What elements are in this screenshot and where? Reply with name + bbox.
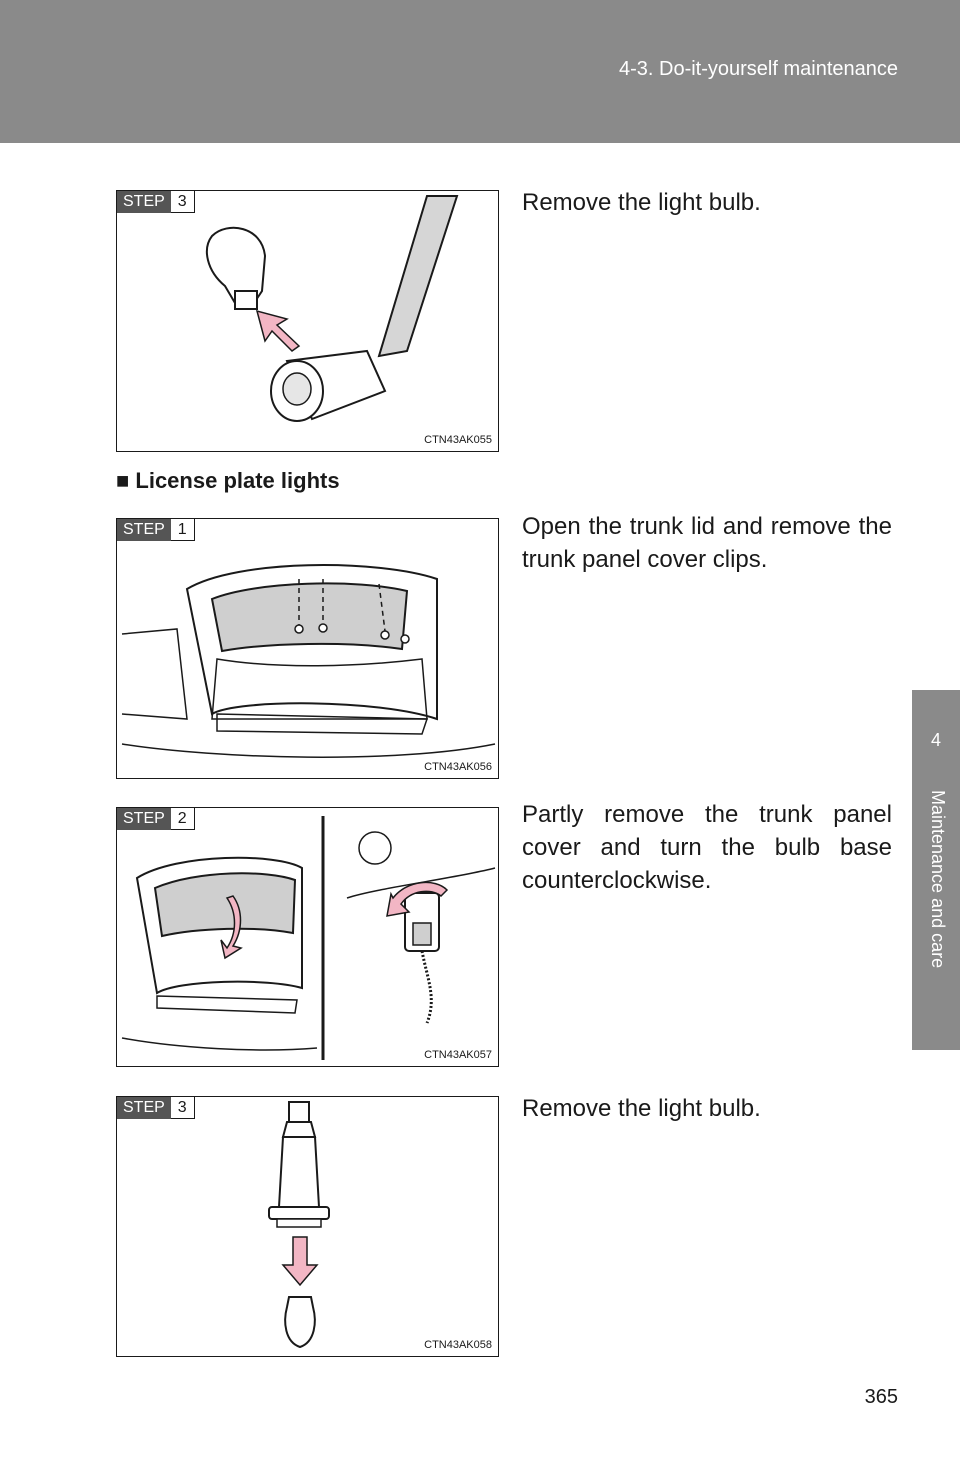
step-number: 2 <box>170 808 195 830</box>
section-heading: ■ License plate lights <box>116 468 340 493</box>
step-label: STEP <box>117 808 171 830</box>
page-number: 365 <box>864 1386 898 1408</box>
bulb-removal-illustration <box>205 195 459 422</box>
step-badge: STEP 1 <box>117 519 195 541</box>
step-badge: STEP 3 <box>117 191 195 213</box>
page-header: 4-3. Do-it-yourself maintenance <box>0 0 960 143</box>
figure-code: CTN43AK055 <box>424 434 492 446</box>
step-number: 3 <box>170 1097 195 1119</box>
license-bulb-illustration <box>268 1101 330 1349</box>
step-badge: STEP 2 <box>117 808 195 830</box>
figure-code: CTN43AK057 <box>424 1049 492 1061</box>
figure-code: CTN43AK056 <box>424 761 492 773</box>
step-badge: STEP 3 <box>117 1097 195 1119</box>
step-number: 3 <box>170 191 195 213</box>
figure-step-3-tail-bulb: STEP 3 CTN43AK055 <box>116 190 499 452</box>
figure-step-3-license-bulb: STEP 3 CTN43AK058 <box>116 1096 499 1357</box>
step-instruction: Remove the light bulb. <box>522 1095 761 1122</box>
step-instruction: Remove the light bulb. <box>522 189 761 216</box>
step-instruction: Partly remove the trunk panel cover and … <box>522 801 892 894</box>
step-label: STEP <box>117 191 171 213</box>
step-label: STEP <box>117 519 171 541</box>
chapter-side-tab: 4 Maintenance and care <box>912 690 960 1050</box>
chapter-label: Maintenance and care <box>928 790 948 969</box>
figure-code: CTN43AK058 <box>424 1339 492 1351</box>
step-instruction: Open the trunk lid and remove the trunk … <box>522 513 892 573</box>
step-label: STEP <box>117 1097 171 1119</box>
figure-step-1-trunk-lid: STEP 1 CTN43AK056 <box>116 518 499 779</box>
step-number: 1 <box>170 519 195 541</box>
trunk-lid-illustration <box>121 564 496 758</box>
chapter-number: 4 <box>930 730 941 750</box>
header-title: 4-3. Do-it-yourself maintenance <box>618 58 898 80</box>
panel-base-illustration <box>121 816 496 1060</box>
figure-step-2-panel-and-base: STEP 2 CTN43AK057 <box>116 807 499 1067</box>
